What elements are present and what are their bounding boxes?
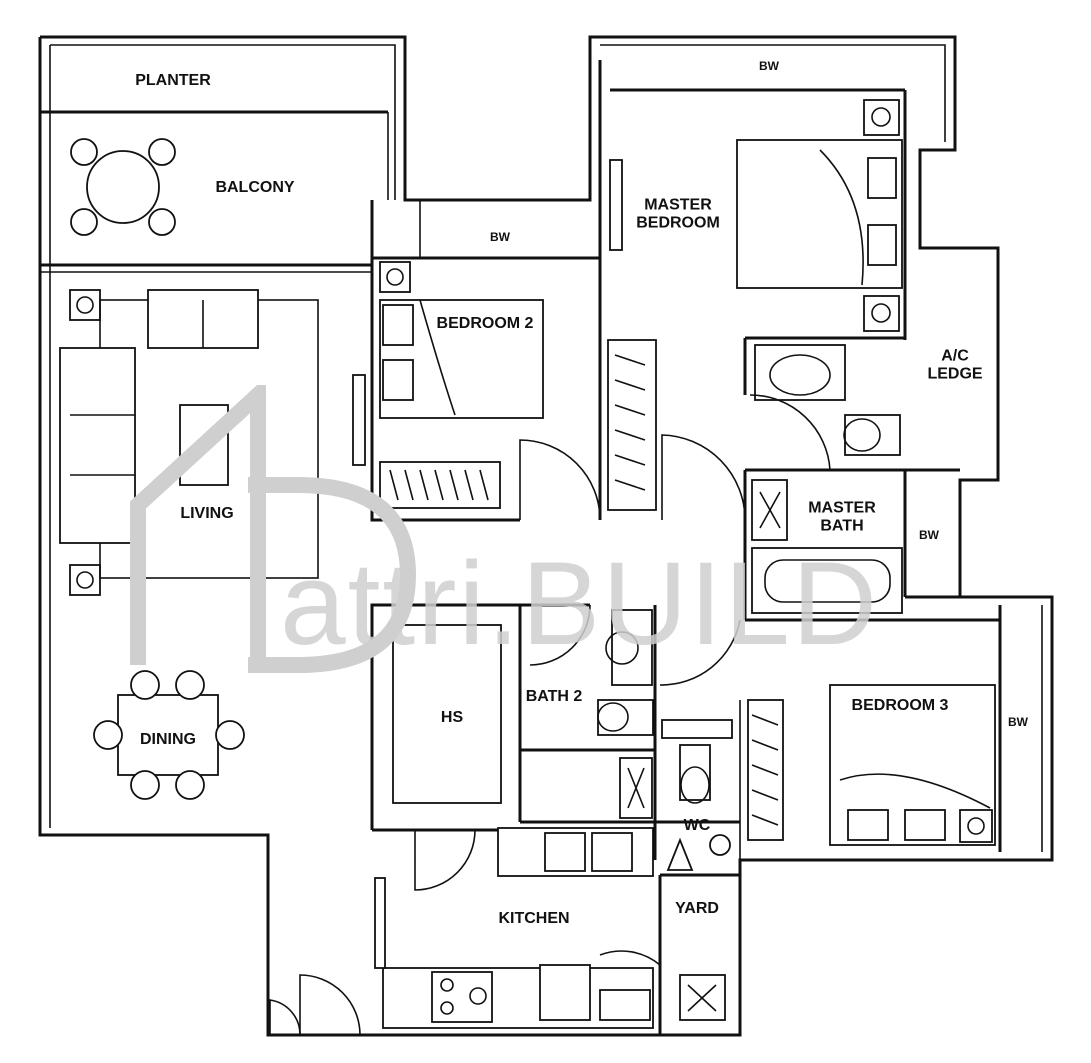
label-master-bath: MASTER BATH: [808, 499, 876, 535]
label-ac-ledge: A/C LEDGE: [927, 347, 983, 383]
label-hs: HS: [440, 708, 464, 726]
label-planter: PLANTER: [135, 71, 211, 89]
label-bedroom3: BEDROOM 3: [851, 696, 949, 714]
exterior-walls: [38, 35, 1054, 1037]
label-balcony: BALCONY: [215, 178, 295, 196]
balcony-area: [40, 110, 389, 273]
service-area-walls: [269, 603, 741, 1036]
label-bw-bedroom2: BW: [490, 230, 510, 245]
living-furniture: [59, 289, 319, 596]
label-bw-bedroom3: BW: [1008, 715, 1028, 730]
label-wc: WC: [683, 816, 711, 834]
label-bedroom2: BEDROOM 2: [436, 314, 534, 332]
bedroom2-walls: [352, 200, 601, 522]
label-bw-master-top: BW: [759, 59, 779, 74]
master-bedroom-walls: [598, 60, 960, 620]
label-master-bedroom: MASTER BEDROOM: [636, 196, 720, 232]
fan-coil-icon: [379, 261, 411, 293]
label-bath2: BATH 2: [525, 687, 583, 705]
dining-table-icon: [93, 670, 245, 800]
label-dining: DINING: [140, 730, 196, 748]
label-yard: YARD: [675, 899, 719, 917]
bedroom3-walls: [745, 605, 1002, 852]
balcony-table-icon: [70, 138, 176, 236]
label-bw-master-bath: BW: [919, 528, 939, 543]
label-kitchen: KITCHEN: [498, 909, 570, 927]
label-living: LIVING: [180, 504, 234, 522]
